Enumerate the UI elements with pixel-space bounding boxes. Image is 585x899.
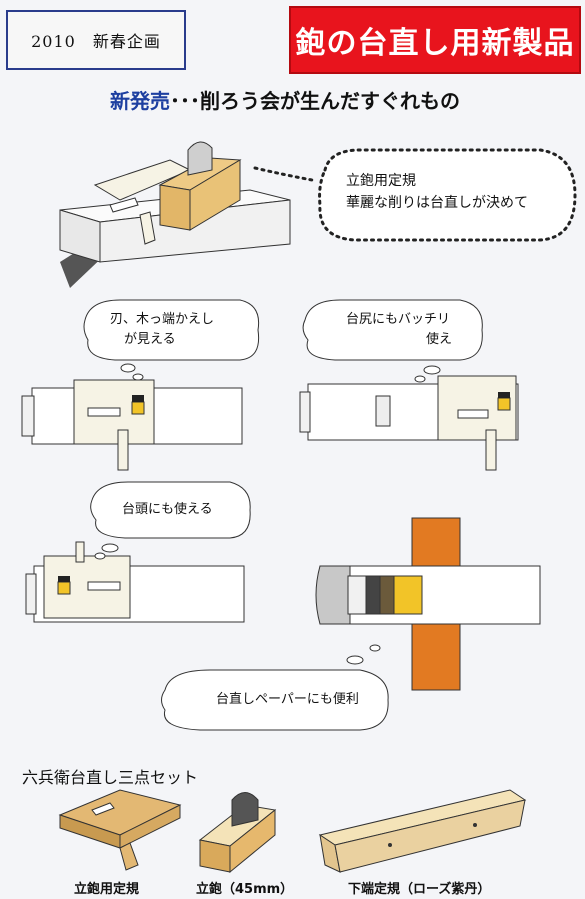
blade-callout-line1: 刃、木っ端かえし xyxy=(110,312,215,327)
new-release-label: 新発売 xyxy=(110,89,170,113)
main-callout-line1: 立鉋用定規 xyxy=(346,173,416,189)
tail-callout: 台尻にもバッチリ 使え xyxy=(346,310,452,350)
paper-view-illustration xyxy=(315,517,541,691)
edition-label: 2010 新春企画 xyxy=(31,32,161,51)
blade-view-illustration xyxy=(21,379,243,471)
caption-straightedge: 下端定規（ローズ紫丹） xyxy=(348,882,491,897)
head-view-illustration xyxy=(25,541,245,623)
head-callout-text: 台頭にも使える xyxy=(122,502,213,517)
paper-callout-text: 台直しペーパーにも便利 xyxy=(216,692,359,707)
blade-callout: 刃、木っ端かえし が見える xyxy=(110,310,214,350)
set-title: 六兵衛台直し三点セット xyxy=(22,768,199,787)
tail-callout-line1: 台尻にもバッチリ xyxy=(346,312,451,327)
edition-box: 2010 新春企画 xyxy=(6,10,186,70)
caption-ruler: 立鉋用定規 xyxy=(74,882,140,897)
tail-callout-line2: 使え xyxy=(426,332,453,347)
set-straightedge-illustration xyxy=(318,789,527,873)
paper-callout: 台直しペーパーにも便利 xyxy=(216,690,359,710)
main-callout: 立鉋用定規 華麗な削りは台直しが決めて xyxy=(346,170,528,214)
set-ruler-illustration xyxy=(58,789,182,871)
head-callout: 台頭にも使える xyxy=(122,500,213,520)
caption-plane: 立鉋（45mm） xyxy=(196,882,294,897)
main-callout-line2: 華麗な削りは台直しが決めて xyxy=(346,195,528,211)
set-plane-illustration xyxy=(198,792,277,874)
subtitle: 新発売･･･削ろう会が生んだすぐれもの xyxy=(110,85,460,114)
blade-callout-line2: が見える xyxy=(124,332,176,347)
title-text: 鉋の台直し用新製品 xyxy=(295,26,575,61)
tail-view-illustration xyxy=(299,375,519,471)
main-illustration xyxy=(59,141,291,288)
page-title: 鉋の台直し用新製品 xyxy=(289,6,581,74)
subtitle-rest: ･･･削ろう会が生んだすぐれもの xyxy=(170,89,460,113)
